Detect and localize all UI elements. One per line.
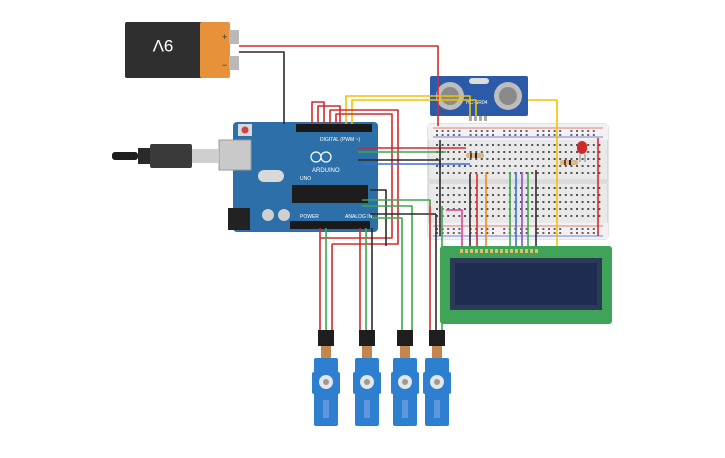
battery-label: 9V — [152, 36, 173, 55]
wire-arduino-green-3 — [372, 217, 403, 330]
wires — [239, 45, 599, 330]
sensor-label: HC-SR04 — [466, 100, 488, 106]
digital-pins-label: DIGITAL (PWM ~) — [320, 137, 360, 143]
battery-plus-label: + — [222, 32, 227, 42]
lcd-pins — [460, 249, 538, 253]
analog-power-header[interactable] — [290, 221, 370, 229]
power-label: POWER — [300, 214, 319, 220]
servo-group — [312, 330, 451, 426]
wire-red-top-4 — [320, 113, 393, 239]
wire-battery-minus — [239, 51, 285, 124]
servo-2[interactable] — [353, 330, 381, 426]
servo-4[interactable] — [423, 330, 451, 426]
analog-label: ANALOG IN — [345, 214, 373, 220]
breadboard[interactable] — [427, 123, 609, 240]
battery-9v[interactable]: 9V + − — [125, 22, 239, 78]
wire-arduino-green-2 — [362, 205, 413, 330]
wire-arduino-green-1 — [362, 199, 431, 206]
red-led[interactable] — [577, 141, 587, 162]
resistor-2[interactable] — [560, 160, 578, 165]
digital-header[interactable] — [296, 124, 372, 132]
arduino-uno-board[interactable]: DIGITAL (PWM ~) POWER ANALOG IN ARDUINO … — [218, 122, 378, 232]
wire-arduino-gnd — [370, 189, 387, 246]
wire-bb-lcd-pink — [446, 209, 463, 246]
servo-3[interactable] — [391, 330, 419, 426]
ultrasonic-sensor[interactable]: HC-SR04 — [430, 76, 528, 121]
arduino-logo-text: ARDUINO — [312, 168, 340, 174]
wire-sensor-trig — [351, 99, 477, 124]
arduino-uno-label: UNO — [300, 176, 311, 182]
servo-1[interactable] — [312, 330, 340, 426]
resistor-1[interactable] — [466, 153, 484, 158]
wire-sensor-to-lcd — [528, 99, 558, 246]
lcd-16x2[interactable] — [440, 246, 612, 324]
usb-cable[interactable] — [112, 144, 218, 168]
wire-red-top-2 — [317, 105, 341, 124]
battery-minus-label: − — [222, 60, 227, 70]
atmega-chip — [292, 185, 368, 203]
wire-red-top-3 — [329, 109, 399, 245]
lcd-screen — [455, 263, 597, 305]
wire-red-top-1 — [311, 101, 325, 124]
